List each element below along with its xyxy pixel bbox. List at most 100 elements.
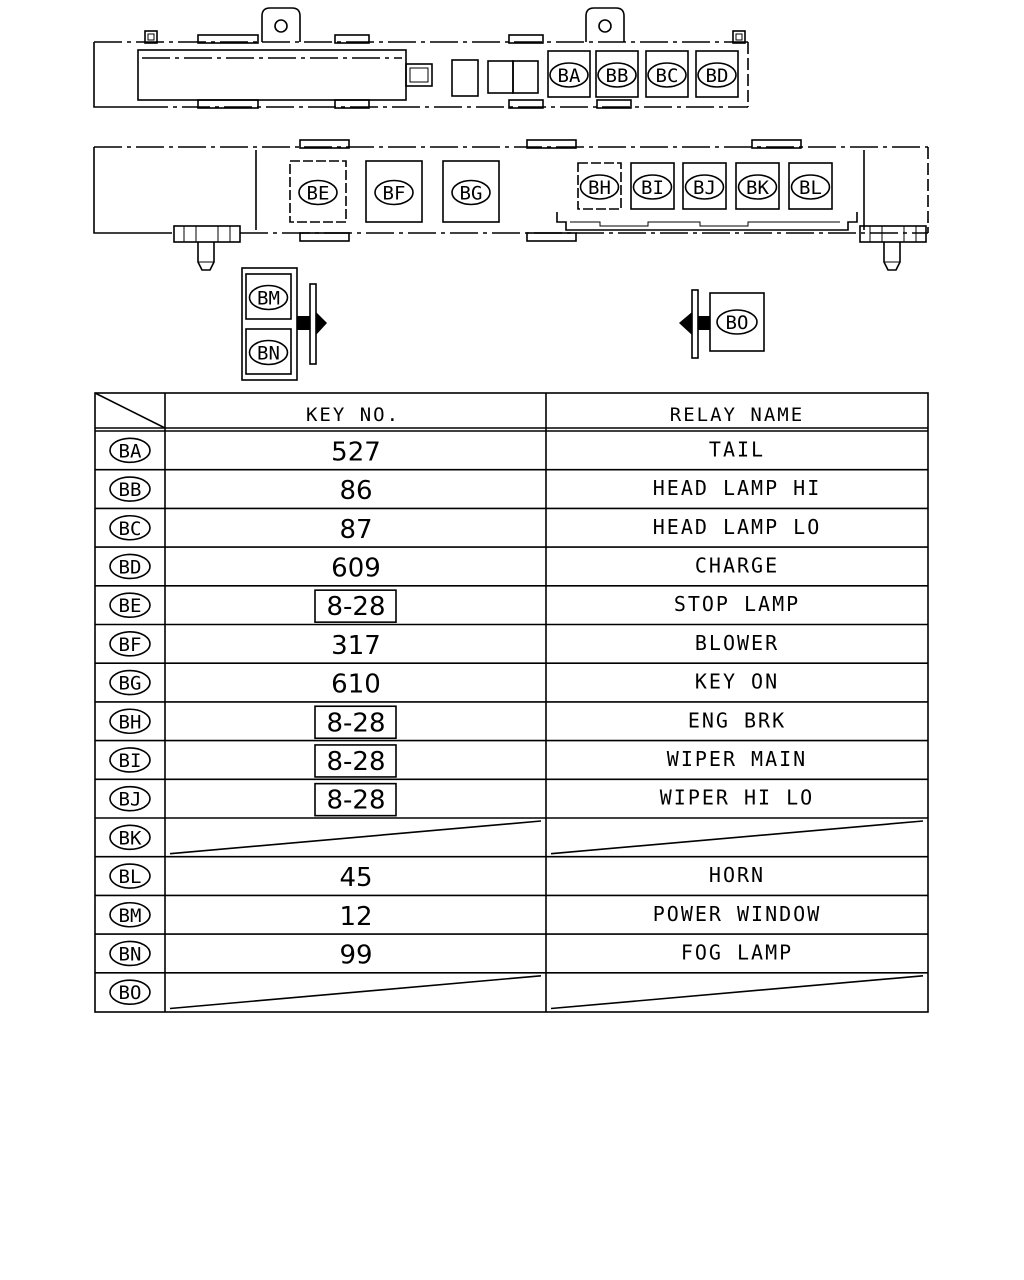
relay-id-oval [109, 785, 151, 812]
key-number: 8-28 [326, 786, 385, 816]
relay-slot-bk: BK [735, 162, 780, 210]
relay-slot-outline [289, 160, 347, 223]
relay-tag-bo: BO [716, 309, 758, 335]
relay-slot-bm: BM [245, 273, 292, 320]
relay-id-oval [248, 339, 289, 366]
relay-slot-bl: BL [788, 162, 833, 210]
relay-id-oval [451, 179, 491, 206]
relay-slot-bf: BF [365, 160, 423, 223]
relay-tag-bf: BF [374, 179, 414, 206]
row-relay-id: BB [109, 476, 151, 502]
relay-id-label: BO [119, 982, 142, 1004]
header-key-no: KEY NO. [306, 404, 400, 426]
table-row: BL 45 HORN [95, 863, 928, 897]
relay-slot-ba: BA [547, 50, 591, 98]
relay-id-label: BM [119, 905, 142, 927]
relay-name: FOG LAMP [681, 940, 793, 964]
relay-tag-bc: BC [647, 62, 687, 88]
key-number: 8-28 [326, 747, 385, 777]
relay-id-label: BI [119, 750, 142, 772]
row-relay-id: BM [109, 901, 151, 928]
relay-id-label: BM [257, 288, 280, 310]
relay-id-label: BI [641, 177, 664, 199]
relay-id-oval [109, 901, 151, 928]
relay-name: TAIL [709, 437, 765, 461]
relay-slot-bj: BJ [682, 162, 727, 210]
relay-tag-bk: BK [737, 174, 778, 200]
row-relay-id: BF [109, 631, 151, 657]
relay-id-label: BK [119, 827, 142, 849]
relay-id-label: BF [383, 183, 406, 205]
relay-name: HEAD LAMP LO [653, 515, 822, 539]
relay-tag-bh: BH [579, 174, 620, 200]
relay-slot-bi: BI [630, 162, 675, 210]
relay-id-label: BD [119, 556, 142, 578]
relay-id-oval [109, 747, 151, 773]
key-number: 609 [331, 553, 381, 583]
row-relay-id: BO [109, 979, 151, 1005]
relay-name: ENG BRK [688, 708, 786, 732]
relay-id-label: BG [460, 183, 483, 205]
relay-id-oval [109, 437, 151, 464]
top-relay-block: BA BB BC BD [93, 7, 749, 109]
key-number: 45 [339, 863, 372, 893]
relay-id-oval [109, 863, 151, 889]
screw-left [173, 225, 241, 243]
relay-id-label: BB [119, 479, 142, 501]
relay-tag-ba: BA [549, 62, 589, 88]
relay-tag-bj: BJ [684, 174, 725, 200]
key-ref-box [314, 705, 397, 740]
relay-id-label: BC [119, 518, 142, 540]
table-row: BI 8-28 WIPER MAIN [95, 744, 928, 781]
empty-cell-slash [169, 975, 542, 1010]
relay-id-oval [716, 309, 758, 335]
row-relay-id: BC [109, 514, 151, 541]
relay-tag-bd: BD [697, 62, 737, 88]
relay-id-label: BE [307, 183, 330, 205]
relay-slot-outline [788, 162, 833, 210]
fuse-slot [451, 59, 479, 97]
relay-tag-bb: BB [597, 62, 637, 88]
relay-id-oval [109, 631, 151, 657]
table-row: BK [95, 820, 928, 858]
key-ref-box [314, 744, 397, 778]
relay-id-label: BC [656, 65, 679, 87]
relay-name: KEY ON [695, 670, 779, 694]
relay-name: HORN [709, 863, 765, 887]
relay-slot-be: BE [289, 160, 347, 223]
screw-right [859, 225, 927, 243]
relay-id-oval [549, 62, 589, 88]
relay-id-oval [109, 940, 151, 967]
relay-id-oval [374, 179, 414, 206]
relay-slot-outline [245, 273, 292, 320]
empty-cell-slash [169, 820, 542, 855]
row-relay-id: BE [109, 592, 151, 618]
mount-tab-left [261, 7, 301, 42]
relay-name: HEAD LAMP HI [653, 476, 822, 500]
row-relay-id: BL [109, 863, 151, 889]
table-row: BO [109, 975, 924, 1010]
middle-relay-block: BE BF BG BH BI BJ BK BL [93, 139, 929, 271]
row-relay-id: BK [109, 824, 151, 851]
relay-name: WIPER MAIN [667, 747, 807, 771]
relay-id-oval [248, 284, 289, 311]
fuse-slot [487, 60, 514, 94]
relay-id-oval [109, 708, 151, 735]
relay-id-oval [109, 553, 151, 580]
relay-id-label: BN [119, 943, 142, 965]
row-relay-id: BG [109, 669, 151, 696]
relay-id-oval [109, 592, 151, 618]
relay-slot-outline [645, 50, 689, 98]
key-number: 87 [339, 515, 372, 545]
fuse-slot [512, 60, 539, 94]
relay-id-oval [298, 179, 338, 206]
row-relay-id: BN [109, 940, 151, 967]
row-relay-id: BH [109, 708, 151, 735]
relay-id-label: BN [257, 343, 280, 365]
relay-id-oval [697, 62, 737, 88]
relay-slot-outline [547, 50, 591, 98]
